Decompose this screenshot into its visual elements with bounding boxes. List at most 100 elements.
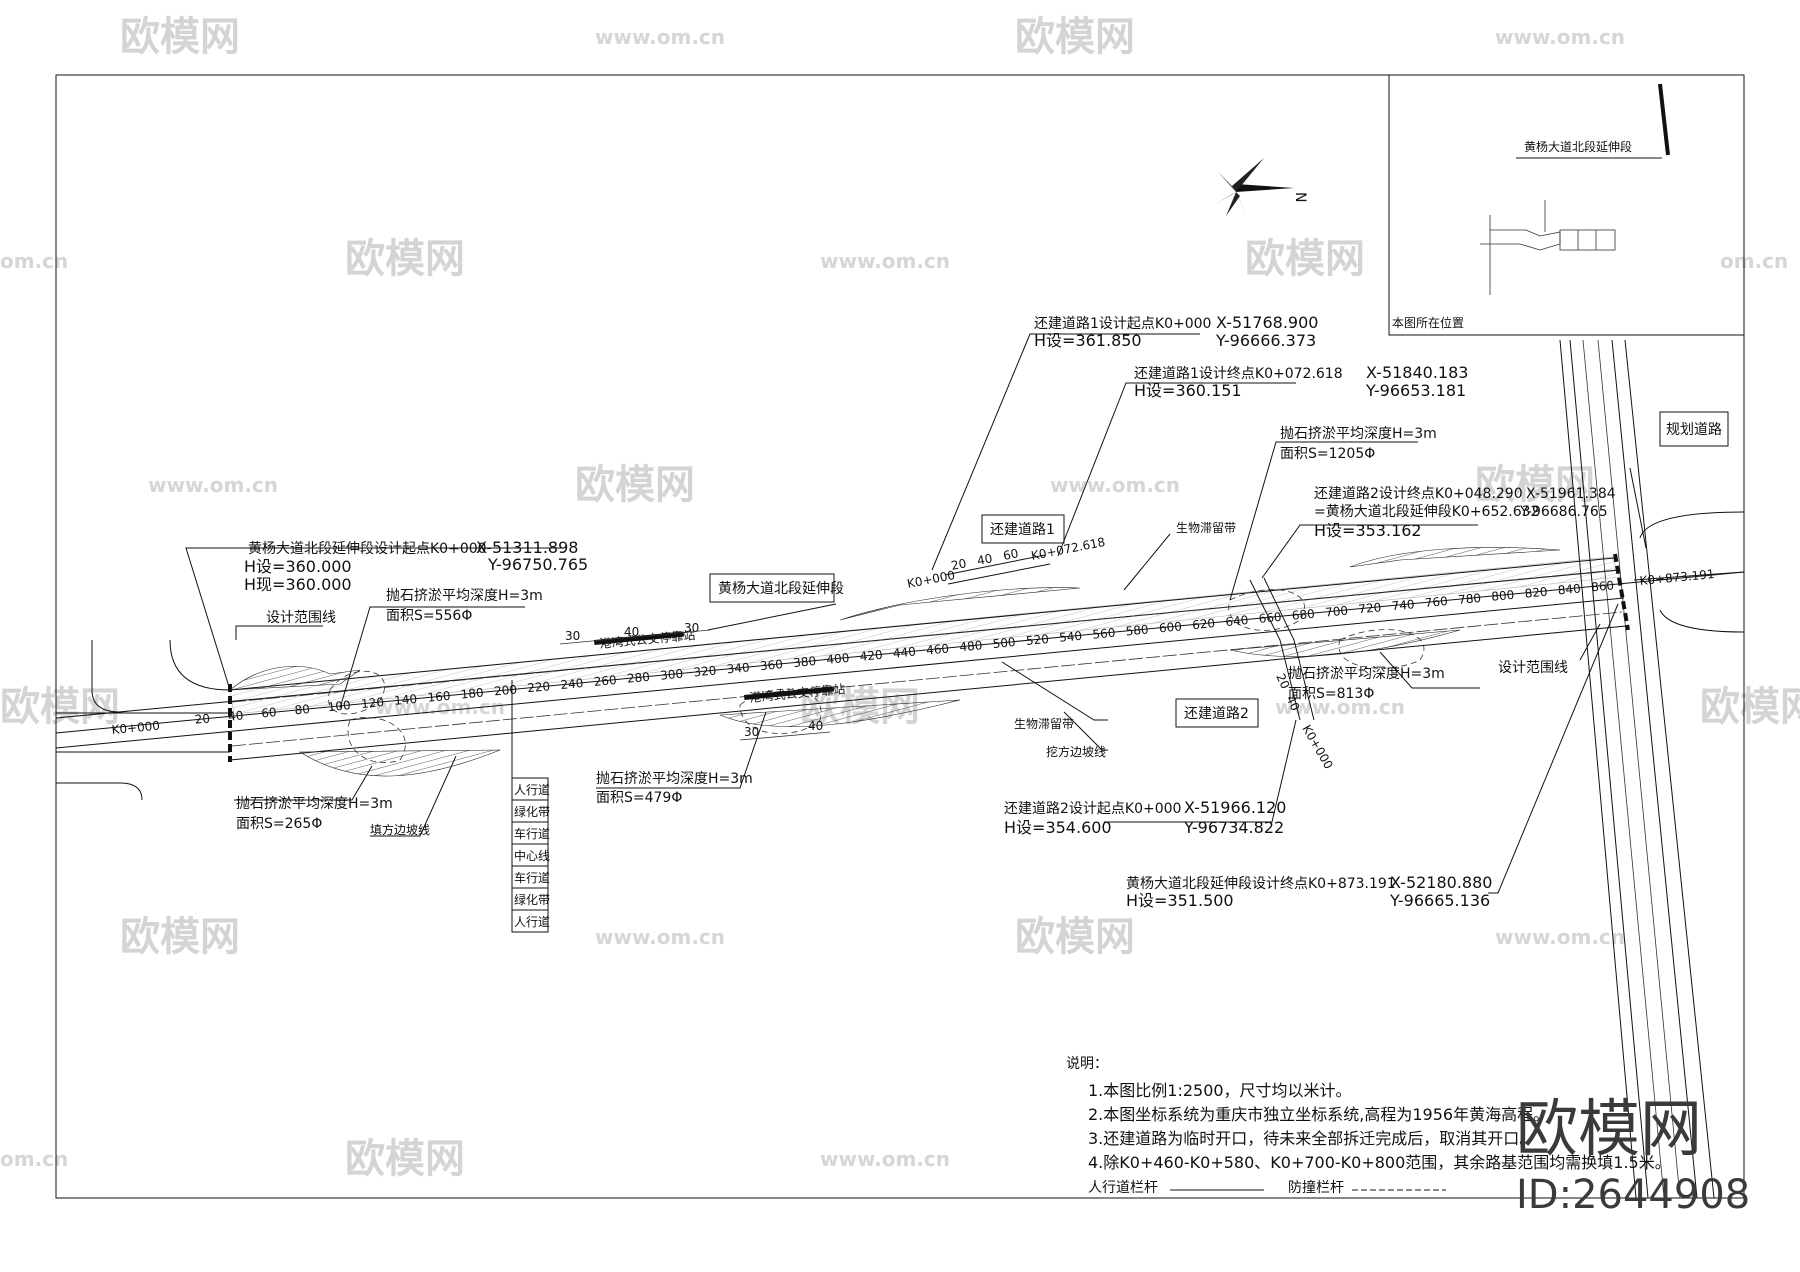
planned-road-edge [1569, 339, 1649, 1199]
leader-fill1 [339, 606, 525, 709]
chainage-label: 180 [460, 685, 484, 701]
r1-chainage-label: 60 [1002, 546, 1020, 563]
north-arrow-vane [1218, 172, 1236, 192]
chainage-label: 540 [1059, 629, 1083, 645]
r2-chainage-label: 40 [1283, 693, 1302, 713]
drawing-frame [55, 74, 1745, 1199]
chainage-end: K0+873.191 [1639, 567, 1715, 588]
watermark-url: www.om.cn [148, 473, 278, 497]
road-boundary-north [229, 557, 1615, 691]
section-legend-label: 中心线 [514, 848, 550, 863]
road-edge-south [55, 597, 1625, 749]
start-y: Y-96750.765 [487, 555, 588, 574]
note-4: 4.除K0+460-K0+580、K0+700-K0+800范围，其余路基范围均… [1088, 1153, 1671, 1172]
rail-crash-label: 防撞栏杆 [1288, 1180, 1344, 1196]
watermark-brand: 欧模网 [1015, 914, 1135, 960]
section-legend-label: 车行道 [514, 870, 550, 885]
watermark-url: www.om.cn [820, 249, 950, 273]
fill5-area: 面积S=813Φ [1288, 686, 1374, 702]
chainage-label: 340 [726, 660, 750, 676]
fill3-title: 抛石挤淤平均深度H=3m [596, 771, 753, 787]
watermark-url: www.om.cn [820, 1147, 950, 1171]
watermark-brand: 欧模网 [1700, 684, 1800, 730]
annotations: 黄杨大道北段延伸段设计起点K0+000 X-51311.898 Y-96750.… [236, 313, 1729, 910]
end-y: Y-96665.136 [1389, 891, 1490, 910]
fill3-area: 面积S=479Φ [596, 790, 682, 806]
chainage-label: 380 [793, 654, 817, 670]
chainage-label: 600 [1158, 619, 1182, 635]
chainage-label: 760 [1424, 594, 1448, 610]
r1-end-x: X-51840.183 [1366, 363, 1468, 382]
r1-start-h: H设=361.850 [1034, 331, 1142, 350]
note-1: 1.本图比例1:2500，尺寸均以米计。 [1088, 1081, 1352, 1100]
fill-slope [229, 666, 361, 691]
r1-start-x: X-51768.900 [1216, 313, 1318, 332]
north-arrow: N [1216, 158, 1308, 218]
chainage-label: 500 [992, 635, 1016, 651]
bus-stop-bay [743, 686, 835, 700]
chainage-label: 780 [1458, 591, 1482, 607]
fill2-title: 抛石挤淤平均深度H=3m [236, 796, 393, 812]
main-road-label: 黄杨大道北段延伸段 [718, 580, 844, 597]
chainage-label: 740 [1391, 597, 1415, 613]
r2-end-eq: =黄杨大道北段延伸段K0+652.632 [1314, 503, 1539, 520]
fill-zone-outline [1338, 629, 1425, 669]
fill2-area: 面积S=265Φ [236, 816, 322, 832]
chainage-label: 360 [759, 657, 783, 673]
chainage-label: 700 [1325, 603, 1349, 619]
leader-lines [185, 333, 1647, 894]
chainage-label: 520 [1025, 632, 1049, 648]
chainage-label: 60 [261, 705, 278, 720]
chainage-label: 20 [194, 711, 211, 726]
chainage-label: 420 [859, 648, 883, 664]
main-road-label-box [709, 573, 835, 603]
dimension-label: 30 [744, 725, 759, 739]
fill4-area: 面积S=1205Φ [1280, 446, 1375, 462]
r1-label-box [981, 514, 1065, 544]
note-3: 3.还建道路为临时开口，待未来全部拆迁完成后，取消其开口。 [1088, 1129, 1535, 1148]
leader-start-point [185, 547, 562, 691]
locator-blocks [1559, 229, 1616, 251]
chainage-label: 80 [294, 702, 311, 717]
watermark-brand: 欧模网 [1245, 236, 1365, 282]
r2-edge [1263, 577, 1315, 721]
north-arrow-vane [1232, 158, 1264, 192]
chainage-label: 840 [1557, 581, 1581, 597]
r1-chainage-start: K0+000 [906, 568, 956, 591]
r1-chainage-label: 20 [950, 556, 968, 573]
road-boundary-south [229, 625, 1627, 761]
section-legend-label: 绿化带 [514, 804, 550, 819]
chainage-label: 40 [227, 708, 244, 723]
chainage-label: 260 [593, 673, 617, 689]
leader-fill4 [1229, 441, 1418, 601]
chainage-label: 660 [1258, 610, 1282, 626]
dimension-line [739, 731, 831, 741]
chainage-label: 800 [1491, 588, 1515, 604]
brand-corner: 欧模网 ID:2644908 [1516, 1092, 1750, 1218]
leader-fill2 [234, 765, 373, 801]
r1-start-label: 还建道路1设计起点K0+000 [1034, 316, 1211, 332]
brand-id: ID:2644908 [1516, 1172, 1750, 1218]
watermark-brand: 欧模网 [120, 914, 240, 960]
design-range-right: 设计范围线 [1498, 659, 1568, 676]
design-range-left: 设计范围线 [266, 609, 336, 626]
leader-main-road [707, 603, 837, 631]
chainage-label: 440 [892, 644, 916, 660]
leader-design-range-right [1579, 623, 1601, 661]
cut-slope [1229, 629, 1461, 657]
fill-zone-outline [739, 688, 822, 734]
dimension-line [559, 629, 711, 645]
watermark-brand: 欧模网 [0, 684, 120, 730]
leader-r2-start [1104, 719, 1297, 823]
r2-chainage-start: K0+000 [1299, 723, 1335, 772]
section-legend-label: 绿化带 [514, 892, 550, 907]
chainage-label: 160 [427, 689, 451, 705]
road-centerline [55, 571, 1745, 734]
brand-name: 欧模网 [1516, 1092, 1702, 1165]
road-corner [91, 640, 121, 713]
cut-slope [719, 699, 961, 727]
dimension-label: 30 [684, 621, 699, 635]
